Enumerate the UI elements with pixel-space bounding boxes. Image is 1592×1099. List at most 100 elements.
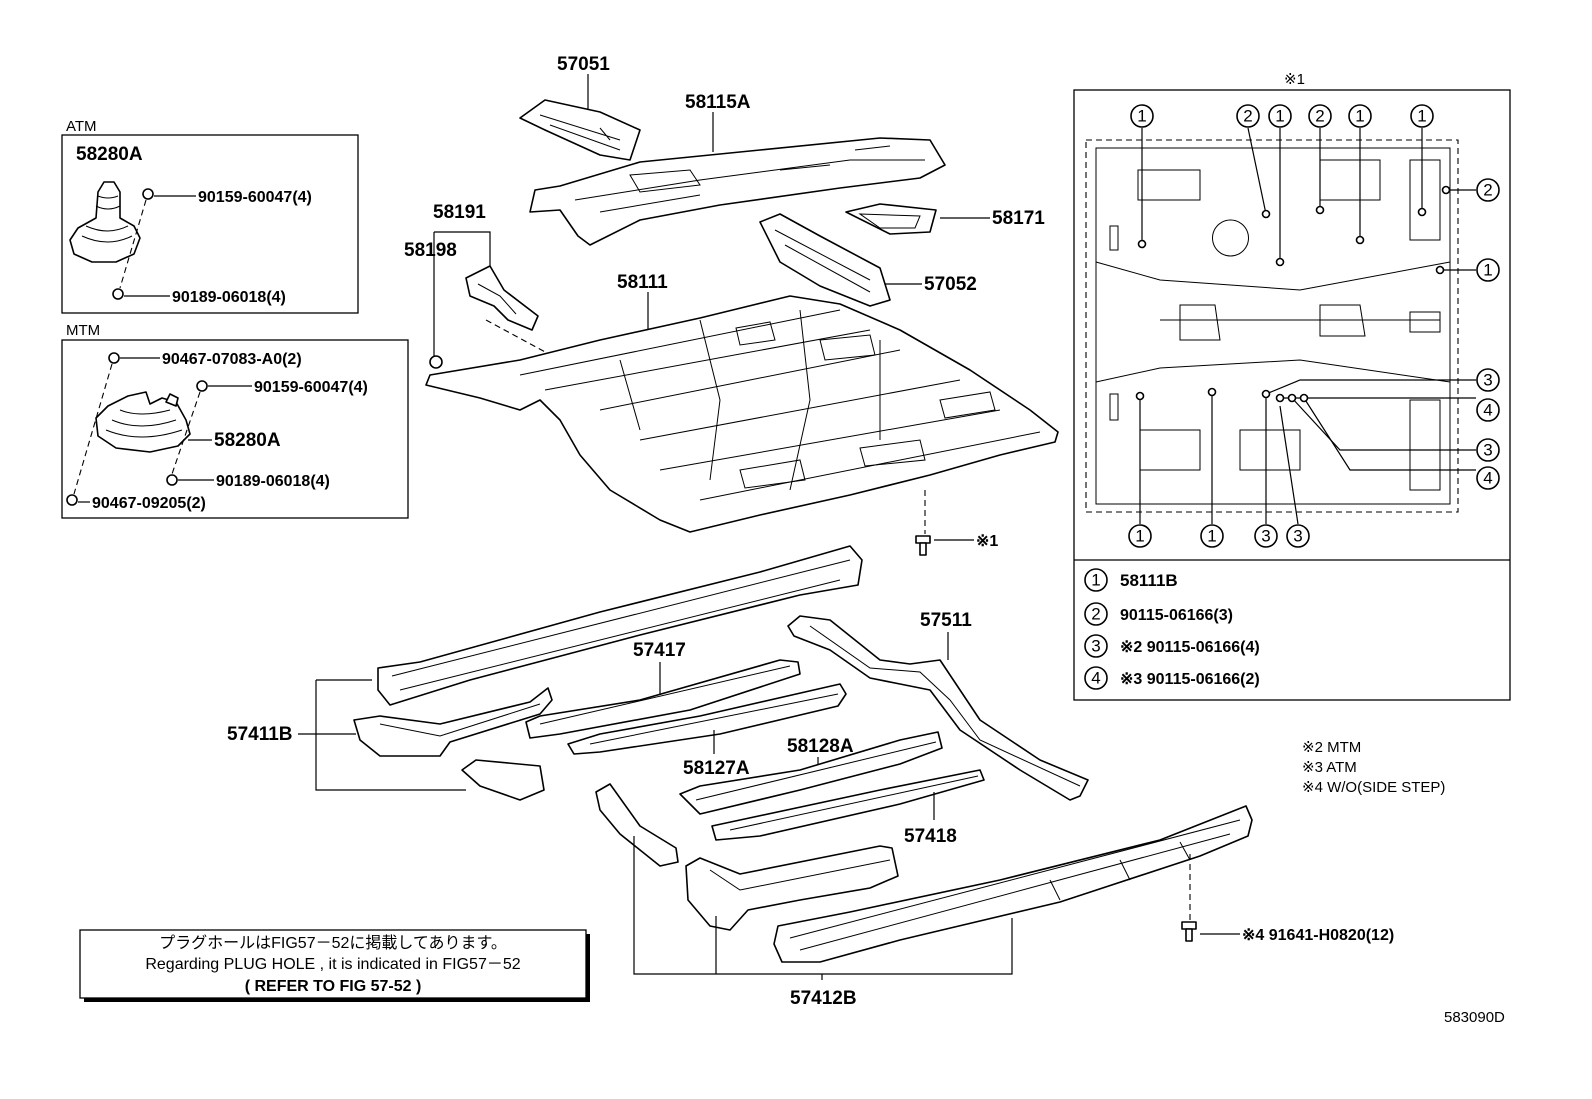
detail-title: ※1 (1284, 71, 1305, 88)
part-57412B-middle[interactable] (685, 845, 899, 931)
part-58128A[interactable] (679, 731, 943, 815)
svg-text:1: 1 (1417, 107, 1426, 126)
svg-text:1: 1 (1207, 527, 1216, 546)
clip-icon (66, 494, 78, 506)
mtm-title: MTM (66, 322, 100, 339)
marker-circle: 3 (1254, 524, 1278, 548)
detail-leader-lines (1139, 127, 1476, 525)
label-58127A[interactable]: 58127A (683, 758, 750, 779)
plug-note-en: Regarding PLUG HOLE , it is indicated in… (145, 956, 520, 973)
label-58171[interactable]: 58171 (992, 208, 1045, 229)
label-57411B[interactable]: 57411B (227, 724, 293, 745)
atm-nut-label[interactable]: 90189-06018(4) (172, 289, 286, 306)
legend-text: ※3 90115-06166(2) (1120, 671, 1260, 688)
ref-1-label[interactable]: ※1 (976, 533, 998, 550)
detail-bottom-markers: 1 1 3 3 (1128, 524, 1310, 548)
svg-text:1: 1 (1135, 527, 1144, 546)
marker-circle: 3 (1476, 438, 1500, 462)
mtm-clip-top-label[interactable]: 90467-07083-A0(2) (162, 351, 302, 368)
part-57051[interactable] (519, 99, 641, 161)
legend-row: 1 (1084, 568, 1108, 592)
svg-text:1: 1 (1091, 571, 1100, 590)
atm-title: ATM (66, 118, 97, 135)
label-58198[interactable]: 58198 (404, 240, 457, 261)
part-57417[interactable] (525, 659, 801, 739)
atm-box: ATM 58280A 90159-60047(4) 90189-06018(4) (61, 118, 359, 314)
marker-circle: 2 (1236, 104, 1260, 128)
marker-circle: 3 (1286, 524, 1310, 548)
part-57418[interactable] (711, 769, 985, 841)
detail-legend: 1 58111B 2 90115-06166(3) 3 ※2 90115-061… (1084, 568, 1260, 690)
mtm-screw-label[interactable]: 90159-60047(4) (254, 379, 368, 396)
mtm-nut-label[interactable]: 90189-06018(4) (216, 473, 330, 490)
marker-circle: 1 (1476, 258, 1500, 282)
part-58191[interactable] (465, 265, 539, 331)
svg-text:3: 3 (1483, 371, 1492, 390)
part-58111-floor-pan[interactable] (425, 295, 1059, 533)
marker-circle: 1 (1348, 104, 1372, 128)
svg-text:3: 3 (1293, 527, 1302, 546)
detail-right-markers: 2 1 3 4 3 4 (1476, 178, 1500, 490)
plug-note-jp: プラグホールはFIG57－52に掲載してあります。 (159, 934, 507, 952)
label-57417[interactable]: 57417 (633, 640, 686, 661)
part-58115A[interactable] (529, 137, 946, 246)
bolt-icon (1181, 921, 1197, 942)
label-58128A[interactable]: 58128A (787, 736, 854, 757)
atm-screw-label[interactable]: 90159-60047(4) (198, 189, 312, 206)
part-57511[interactable] (787, 615, 1089, 801)
screw-icon (142, 188, 154, 200)
svg-text:1: 1 (1483, 261, 1492, 280)
part-58198[interactable] (429, 355, 443, 369)
svg-text:1: 1 (1275, 107, 1284, 126)
marker-circle: 4 (1476, 466, 1500, 490)
label-57412B[interactable]: 57412B (790, 988, 857, 1009)
label-58111[interactable]: 58111 (617, 272, 668, 293)
label-57052[interactable]: 57052 (924, 274, 977, 295)
part-57411B-upper[interactable] (377, 545, 863, 706)
part-57411B-lower[interactable] (461, 759, 545, 801)
clip-icon (108, 352, 120, 364)
svg-text:4: 4 (1091, 669, 1100, 688)
svg-text:2: 2 (1091, 605, 1100, 624)
legend-text: 58111B (1120, 571, 1178, 590)
part-58127A[interactable] (567, 683, 847, 755)
detail-top-markers: 1 2 1 2 1 1 (1130, 104, 1434, 128)
label-57051[interactable]: 57051 (557, 54, 610, 75)
label-57511[interactable]: 57511 (920, 610, 972, 631)
marker-circle: 1 (1130, 104, 1154, 128)
detail-point-markers (1135, 185, 1451, 403)
svg-text:2: 2 (1243, 107, 1252, 126)
label-58115A[interactable]: 58115A (685, 92, 751, 113)
nut-icon (112, 288, 124, 300)
marker-circle: 2 (1308, 104, 1332, 128)
plug-note-ref: ( REFER TO FIG 57-52 ) (245, 978, 422, 995)
atm-label-58280A[interactable]: 58280A (76, 144, 143, 165)
bolt-label[interactable]: ※4 91641-H0820(12) (1242, 927, 1394, 944)
figure-code: 583090D (1444, 1009, 1505, 1026)
screw-icon (196, 380, 208, 392)
svg-text:3: 3 (1483, 441, 1492, 460)
label-58191[interactable]: 58191 (433, 202, 486, 223)
part-57412B-sill[interactable] (773, 805, 1253, 963)
marker-circle: 3 (1476, 368, 1500, 392)
marker-circle: 1 (1410, 104, 1434, 128)
shift-boot-mtm[interactable] (95, 391, 191, 453)
svg-text:2: 2 (1483, 181, 1492, 200)
part-57412B-front[interactable] (595, 783, 679, 867)
label-57418[interactable]: 57418 (904, 826, 957, 847)
mtm-clip-bottom-label[interactable]: 90467-09205(2) (92, 495, 206, 512)
mtm-boot-label[interactable]: 58280A (214, 430, 281, 451)
part-58171[interactable] (845, 203, 937, 235)
note-side-step: ※4 W/O(SIDE STEP) (1302, 779, 1445, 796)
part-57411B-middle[interactable] (353, 687, 553, 757)
mtm-box: MTM 90467-07083-A0(2) 90159-60047(4) 582… (61, 322, 409, 519)
shift-boot-atm[interactable] (69, 181, 141, 263)
svg-text:4: 4 (1483, 469, 1492, 488)
part-57052[interactable] (759, 213, 891, 307)
bolt-icon (915, 535, 931, 556)
detail-floor-drawing (1085, 139, 1459, 513)
legend-text: 90115-06166(3) (1120, 607, 1233, 624)
legend-row: 4 (1084, 666, 1108, 690)
note-mtm: ※2 MTM (1302, 739, 1361, 756)
